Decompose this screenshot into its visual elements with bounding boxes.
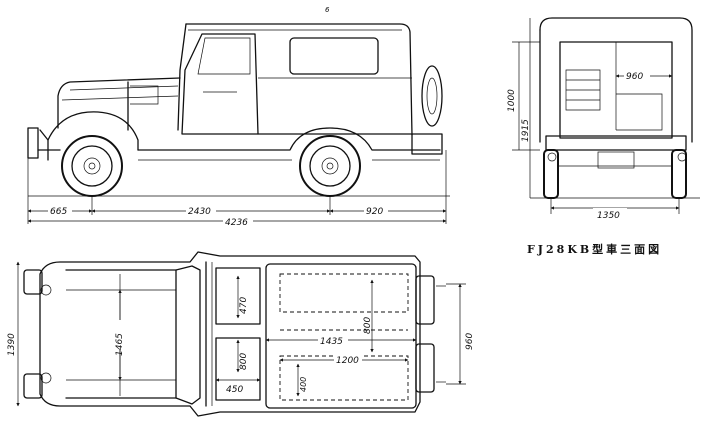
dim-front-seat-length: 800 — [239, 353, 249, 370]
dim-floor-length: 1435 — [320, 337, 343, 347]
dim-inner-width: 960 — [626, 72, 643, 82]
dim-rear-overhang: 920 — [366, 207, 383, 217]
dim-body-height: 1000 — [507, 89, 517, 112]
dim-front-seat-width: 450 — [226, 385, 243, 395]
top-view: 1390 1465 470 800 450 800 1435 1200 400 — [7, 251, 475, 417]
dim-tread: 1465 — [115, 333, 125, 356]
dim-tailgate-width: 960 — [465, 333, 475, 350]
dim-overall-length: 4236 — [225, 218, 248, 228]
dim-bed-length: 800 — [363, 317, 373, 334]
rear-view: 960 1000 1915 1350 — [507, 17, 700, 221]
dim-overall-width: 1390 — [7, 333, 17, 356]
dim-bench-length: 1200 — [336, 356, 359, 366]
front-wheel — [61, 135, 123, 197]
dim-seat-depth: 470 — [239, 297, 249, 314]
dim-wheelbase: 2430 — [188, 207, 211, 217]
dim-track: 1350 — [597, 211, 620, 221]
side-view: 6 — [27, 6, 450, 228]
page-mark: 6 — [325, 6, 330, 14]
dim-overall-height: 1915 — [521, 119, 531, 142]
rear-wheel — [299, 135, 361, 197]
dim-front-overhang: 665 — [50, 207, 67, 217]
dim-bench-width: 400 — [299, 377, 308, 392]
drawing-title: FJ28KB型車三面図 — [527, 242, 662, 256]
